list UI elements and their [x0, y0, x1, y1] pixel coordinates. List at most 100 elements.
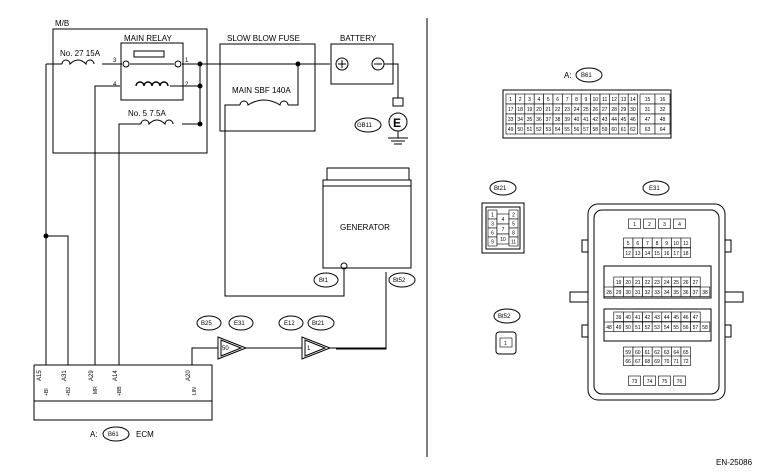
- connector-bt21: Bt21: [312, 321, 325, 327]
- relay-pin-3-terminal: [122, 60, 130, 68]
- e31-pin-label: 50: [625, 325, 631, 331]
- wire-sbf-generator: [224, 104, 345, 297]
- b61-pin-label: 8: [575, 97, 578, 103]
- e31-pin-label: 19: [616, 280, 622, 286]
- main-relay-label: MAIN RELAY: [124, 34, 173, 43]
- wire-battery-ground: [384, 63, 399, 98]
- e31-pin: [690, 276, 701, 287]
- e31-pin: [673, 218, 686, 229]
- b61-pin-label: 25: [583, 107, 589, 113]
- e31-pin-label: 43: [654, 315, 660, 321]
- b61-pin-label: 10: [593, 97, 599, 103]
- e31-pin-label: 54: [664, 325, 670, 331]
- ground-tab: [392, 97, 404, 107]
- e31-pin-label: 60: [635, 350, 641, 356]
- ecm-box: [33, 400, 213, 421]
- e31-pin-label: 63: [664, 350, 670, 356]
- b61-pin-label: 31: [645, 107, 651, 113]
- bt21-pin-label: 9: [491, 240, 494, 246]
- b61-pin-label: 63: [645, 127, 651, 133]
- b61-pin-label: 23: [564, 107, 570, 113]
- b61-pin-label: 11: [602, 97, 607, 103]
- wire-relay4-mr: [94, 85, 120, 365]
- e31-pin-label: 35: [673, 290, 679, 296]
- face-bt52-pin-1: [499, 337, 513, 348]
- e31-pin-label: 22: [645, 280, 651, 286]
- junction-dot: [197, 83, 203, 89]
- doc-code: EN-25086: [716, 458, 753, 467]
- b61-pin-label: 1: [509, 97, 512, 103]
- e31-pin-label: 73: [632, 379, 638, 385]
- connector-e12-badge: [278, 315, 304, 331]
- e31-pin-label: 76: [677, 379, 683, 385]
- b61-pin-label: 48: [660, 117, 666, 123]
- b61-pin-label: 45: [621, 117, 627, 123]
- e31-pin-label: 39: [616, 315, 622, 321]
- fuse-no5-label: No. 5 7.5A: [128, 109, 166, 118]
- main-box: [52, 28, 208, 154]
- b61-pin-label: 55: [564, 127, 570, 133]
- e31-pin-label: 15: [654, 251, 660, 257]
- e31-pin: [628, 375, 641, 386]
- connector-bt52-badge: [388, 272, 416, 288]
- b61-pin-label: 22: [555, 107, 561, 113]
- e31-pin-label: 71: [673, 359, 679, 365]
- e31-pin-label: 66: [625, 359, 631, 365]
- face-bt21-inner: [485, 206, 521, 250]
- e31-pin-label: 62: [654, 350, 660, 356]
- ecm-pin-labels: A15 A31 A29 A14 A20 +BI +B2 MR +BB LIN: [37, 370, 198, 396]
- b61-pin-label: 21: [546, 107, 552, 113]
- ecm-term-a15: A15: [37, 370, 43, 381]
- wire-bus-right: [182, 64, 201, 125]
- e31-pin: [643, 218, 656, 229]
- b61-pin-label: 47: [645, 117, 651, 123]
- e31-pin-label: 74: [647, 379, 653, 385]
- battery-label: BATTERY: [340, 34, 377, 43]
- fuse-no27-label: No. 27 15A: [60, 49, 101, 58]
- e31-pin: [658, 218, 671, 229]
- b61-pin-label: 9: [585, 97, 588, 103]
- e31-pin-label: 45: [673, 315, 679, 321]
- e31-pin-label: 48: [606, 325, 612, 331]
- b61-pin-label: 12: [611, 97, 617, 103]
- face-e31-key: [581, 324, 589, 338]
- e31-pin-label: 56: [683, 325, 689, 331]
- e31-pin-label: 67: [635, 359, 641, 365]
- b61-pin-label: 42: [593, 117, 599, 123]
- b61-pin-label: 29: [621, 107, 627, 113]
- b61-pin-label: 35: [527, 117, 533, 123]
- b61-pin-label: 58: [593, 127, 599, 133]
- relay-pin-1: 1: [185, 58, 189, 64]
- e31-pin-label: 41: [635, 315, 641, 321]
- ground-symbol: E: [393, 116, 401, 130]
- b61-pin-label: 52: [536, 127, 542, 133]
- ecm-sig-lin: LIN: [192, 387, 198, 395]
- relay-contact: [133, 50, 165, 58]
- face-b61-badge: [575, 67, 603, 83]
- b61-pin-label: 4: [538, 97, 541, 103]
- e31-pin-label: 16: [664, 251, 670, 257]
- face-e31-latch: [569, 291, 589, 303]
- slow-blow-fuse-title: SLOW BLOW FUSE: [227, 34, 300, 43]
- bt21-pin-label: 1: [491, 213, 494, 219]
- e31-pin-label: 32: [645, 290, 651, 296]
- wire-lin-j1: [191, 347, 218, 365]
- e31-pin-label: 64: [673, 350, 679, 356]
- b61-pin-label: 50: [517, 127, 523, 133]
- generator-top-plate: [322, 179, 412, 187]
- e31-pin-label: 34: [664, 290, 670, 296]
- e31-pin-label: 70: [664, 359, 670, 365]
- b61-pin-label: 62: [630, 127, 636, 133]
- generator-terminal: [340, 262, 348, 270]
- generator-top-plate: [326, 167, 410, 181]
- b61-pin-label: 51: [527, 127, 533, 133]
- e31-pin-label: 9: [665, 241, 668, 247]
- wire-a31: [46, 235, 69, 365]
- b61-pin-label: 33: [508, 117, 514, 123]
- face-bt52-title: Bt52: [498, 314, 511, 320]
- b61-pin-label: 43: [602, 117, 608, 123]
- b61-pin-label: 2: [519, 97, 522, 103]
- bt21-pin-label: 7: [502, 227, 505, 233]
- e31-pin-label: 68: [645, 359, 651, 365]
